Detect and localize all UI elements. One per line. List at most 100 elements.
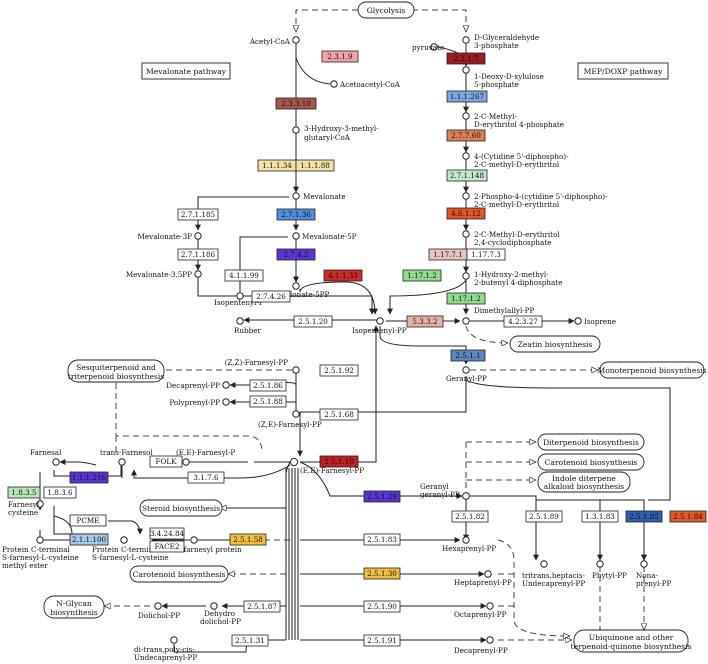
enzyme-2-5-1-83[interactable]: 2.5.1.83 [363, 533, 401, 546]
node-prot-cys[interactable] [120, 536, 128, 544]
pathway-indole[interactable]: Indole diterpene alkaloid biosynthesis [537, 471, 631, 493]
pathway-ubiquinone[interactable]: Ubiquinone and other terpenoid-quinone b… [571, 629, 692, 653]
node-rubber[interactable] [236, 317, 244, 325]
node-prot-ester[interactable] [36, 536, 44, 544]
enzyme-1-17-1-2-a[interactable]: 1.17.1.2 [402, 269, 442, 282]
node-tritrans[interactable] [540, 560, 548, 568]
node-dmapp[interactable] [462, 317, 470, 325]
enzyme-2-5-1-92[interactable]: 2.5.1.92 [319, 364, 359, 377]
enzyme-2-7-1-186[interactable]: 2.7.1.186 [177, 248, 219, 261]
enzyme-3-1-7-6[interactable]: 3.1.7.6 [187, 471, 225, 484]
node-dxp[interactable] [462, 66, 470, 74]
enzyme-2-7-4-26[interactable]: 2.7.4.26 [251, 290, 291, 303]
enzyme-2-7-1-185[interactable]: 2.7.1.185 [177, 208, 219, 221]
enzyme-2-5-1-68[interactable]: 2.5.1.68 [319, 408, 359, 421]
node-ee-fp[interactable] [182, 458, 190, 466]
node-dolichol-pp[interactable] [154, 602, 162, 610]
node-mecpp[interactable] [462, 230, 470, 238]
enzyme-1-17-7-3[interactable]: 1.17.7.3 [466, 248, 506, 261]
enzyme-2-3-1-9[interactable]: 2.3.1.9 [321, 50, 359, 63]
enzyme-face2[interactable]: FACE2 [149, 540, 185, 553]
enzyme-2-5-1-82[interactable]: 2.5.1.82 [451, 510, 489, 523]
enzyme-1-8-3-6[interactable]: 1.8.3.6 [43, 486, 77, 499]
node-zz-fpp[interactable] [292, 366, 300, 374]
node-nonaprenyl-pp[interactable] [640, 560, 648, 568]
enzyme-2-5-1-89[interactable]: 2.5.1.89 [525, 510, 563, 523]
enzyme-2-5-1-91[interactable]: 2.5.1.91 [363, 634, 401, 647]
node-decaprenyl-pp-bottom[interactable] [486, 636, 494, 644]
enzyme-4-6-1-12[interactable]: 4.6.1.12 [446, 207, 486, 220]
node-dehydrodolichol-pp[interactable] [210, 602, 218, 610]
node-mep[interactable] [462, 112, 470, 120]
enzyme-1-3-1-83[interactable]: 1.3.1.83 [581, 510, 619, 523]
enzyme-2-5-1-86[interactable]: 2.5.1.86 [249, 379, 287, 392]
enzyme-2-5-1-29[interactable]: 2.5.1.29 [363, 490, 401, 503]
enzyme-2-5-1-20[interactable]: 2.5.1.20 [293, 315, 333, 328]
node-hmbpp[interactable] [462, 272, 470, 280]
node-trans-farnesol[interactable] [118, 458, 126, 466]
enzyme-4-2-3-27[interactable]: 4.2.3.27 [503, 315, 543, 328]
node-ee-fpp[interactable] [289, 457, 299, 467]
node-farnesal[interactable] [52, 458, 60, 466]
enzyme-2-5-1-10[interactable]: 2.5.1.10 [319, 455, 359, 468]
pathway-carotenoid-left[interactable]: Carotenoid biosynthesis [129, 565, 229, 583]
node-heptaprenyl-pp[interactable] [484, 570, 492, 578]
pathway-nglycan[interactable]: N-Glycan biosynthesis [43, 595, 105, 619]
node-s-farnesyl-protein[interactable] [190, 536, 198, 544]
node-mevalonate-5pp[interactable] [292, 282, 300, 290]
node-ze-fpp[interactable] [292, 410, 300, 418]
node-mevalonate[interactable] [292, 192, 300, 200]
node-mevalonate-35pp[interactable] [194, 270, 202, 278]
enzyme-2-5-1-31[interactable]: 2.5.1.31 [231, 634, 269, 647]
node-hmg-coa[interactable] [292, 126, 300, 134]
node-acetyl-coa[interactable] [292, 36, 300, 44]
enzyme-4-1-1-99[interactable]: 4.1.1.99 [224, 269, 264, 282]
node-farnesyl-cysteine[interactable] [36, 500, 44, 508]
enzyme-1-17-7-1[interactable]: 1.17.7.1 [428, 248, 468, 261]
enzyme-2-5-1-84[interactable]: 2.5.1.84 [669, 510, 707, 523]
enzyme-5-3-3-2[interactable]: 5.3.3.2 [406, 315, 444, 328]
node-ggpp[interactable] [462, 492, 470, 500]
enzyme-2-7-1-36[interactable]: 2.7.1.36 [276, 208, 316, 221]
pathway-carotenoid-right[interactable]: Carotenoid biosynthesis [537, 453, 645, 471]
enzyme-2-5-1-88[interactable]: 2.5.1.88 [249, 395, 287, 408]
enzyme-3-4-24-84[interactable]: 3.4.24.84 [149, 527, 185, 540]
enzyme-2-5-1-90[interactable]: 2.5.1.90 [363, 600, 401, 613]
node-phytyl-pp[interactable] [596, 560, 604, 568]
enzyme-2-5-1-30[interactable]: 2.5.1.30 [363, 567, 401, 580]
enzyme-2-7-1-148[interactable]: 2.7.1.148 [446, 169, 488, 182]
enzyme-folk[interactable]: FOLK [149, 455, 183, 468]
node-cdp-mep[interactable] [462, 192, 470, 200]
node-acetoacetyl-coa[interactable] [330, 80, 338, 88]
node-pyruvate[interactable] [430, 43, 438, 51]
enzyme-2-1-1-100[interactable]: 2.1.1.100 [69, 533, 109, 546]
pathway-zeatin[interactable]: Zeatin biosynthesis [509, 335, 601, 353]
pathway-sesquiterpenoid[interactable]: Sesquiterpenoid and triterpenoid biosynt… [67, 359, 165, 383]
enzyme-1-17-1-2-b[interactable]: 1.17.1.2 [446, 292, 486, 305]
pathway-steroid[interactable]: Steroid biosynthesis [139, 499, 223, 517]
enzyme-1-1-1-267[interactable]: 1.1.1.267 [446, 90, 488, 103]
enzyme-2-5-1-85[interactable]: 2.5.1.85 [625, 510, 663, 523]
node-mevalonate-3p[interactable] [194, 232, 202, 240]
node-hexaprenyl-pp[interactable] [462, 536, 470, 544]
node-geranyl-pp[interactable] [462, 366, 470, 374]
node-isoprene[interactable] [574, 317, 582, 325]
node-octaprenyl-pp[interactable] [486, 602, 494, 610]
enzyme-2-5-1-58[interactable]: 2.5.1.58 [229, 533, 267, 546]
node-mevalonate-5p[interactable] [292, 232, 300, 240]
enzyme-2-5-1-1[interactable]: 2.5.1.1 [450, 349, 486, 362]
enzyme-2-5-1-87[interactable]: 2.5.1.87 [243, 600, 281, 613]
enzyme-4-1-1-33[interactable]: 4.1.1.33 [323, 269, 363, 282]
pathway-monoterpenoid[interactable]: Monoterpenoid biosynthesis [597, 361, 707, 379]
enzyme-1-8-3-5[interactable]: 1.8.3.5 [7, 486, 41, 499]
node-isopentenyl-pp[interactable] [376, 317, 384, 325]
enzyme-1-1-1-34[interactable]: 1.1.1.34 [257, 159, 297, 172]
node-isopentenyl-p[interactable] [236, 292, 244, 300]
enzyme-2-3-3-10[interactable]: 2.3.3.10 [275, 97, 317, 110]
node-undecaprenyl-pp[interactable] [170, 636, 178, 644]
enzyme-pcme[interactable]: PCME [69, 514, 107, 527]
enzyme-2-7-4-2[interactable]: 2.7.4.2 [276, 248, 316, 261]
node-polyprenyl-pp[interactable] [222, 398, 230, 406]
node-g3p[interactable] [462, 36, 470, 44]
enzyme-2-7-7-60[interactable]: 2.7.7.60 [446, 129, 486, 142]
